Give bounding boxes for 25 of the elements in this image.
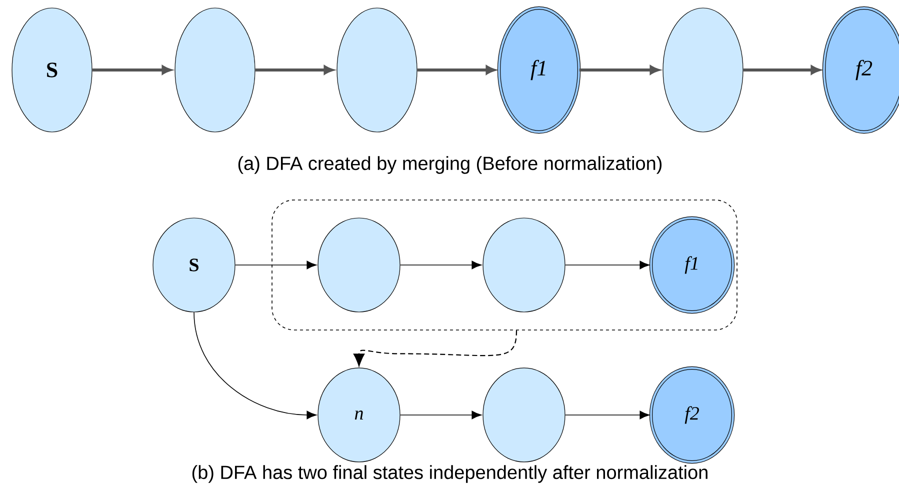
arrow — [743, 66, 820, 74]
state-ellipse — [662, 8, 744, 132]
arrow — [194, 312, 317, 420]
arrow — [400, 260, 482, 270]
final-state: f1 — [649, 216, 735, 314]
final-state: f1 — [497, 6, 581, 134]
state-ellipse — [482, 368, 566, 462]
final-state: f2 — [649, 366, 735, 464]
arrow — [564, 260, 650, 270]
arrow — [92, 66, 172, 74]
state-ellipse — [482, 218, 566, 312]
caption: (b) DFA has two final states independently after normalization — [192, 465, 708, 483]
arrow — [353, 330, 518, 366]
group-box — [272, 200, 738, 330]
arrow — [417, 66, 496, 74]
arrow — [579, 66, 660, 74]
final-state: f2 — [822, 6, 899, 134]
arrow — [234, 260, 317, 270]
state-ellipse — [174, 8, 256, 132]
state-ellipse — [336, 8, 418, 132]
arrow — [400, 410, 482, 420]
state-ellipse — [318, 218, 400, 312]
arrow — [255, 66, 334, 74]
caption: (a) DFA created by merging (Before normalization) — [238, 156, 662, 174]
arrow — [564, 410, 650, 420]
